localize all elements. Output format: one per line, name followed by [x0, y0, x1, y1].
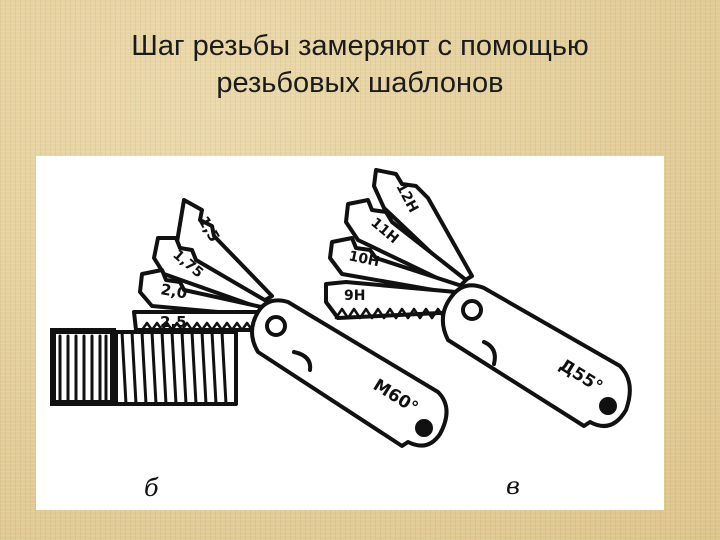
left-blade-3-label: 2,0 — [159, 280, 188, 302]
left-gauge-blade-3 — [138, 268, 268, 318]
right-gauge-blade-1 — [372, 168, 474, 284]
right-gauge-body — [440, 283, 632, 428]
slide-title: Шаг резьбы замеряют с помощью резьбовых … — [60, 28, 660, 102]
right-gauge-blade-2 — [344, 198, 468, 290]
threaded-bolt — [50, 328, 238, 406]
left-gauge-blade-4 — [132, 310, 268, 332]
left-gauge-caption: б — [144, 474, 159, 502]
left-gauge-body — [250, 298, 449, 448]
right-gauge-blade-3 — [328, 236, 464, 296]
left-blade-4-label: 2,5 — [160, 313, 187, 331]
right-blade-4-label: 9Н — [344, 288, 365, 304]
slide-title-line-2: резьбовых шаблонов — [216, 67, 504, 99]
right-blade-3-label: 10Н — [347, 248, 381, 270]
right-gauge-caption: в — [506, 472, 520, 500]
left-gauge-blade-2 — [152, 236, 270, 310]
slide-title-line-1: Шаг резьбы замеряют с помощью — [131, 30, 589, 62]
